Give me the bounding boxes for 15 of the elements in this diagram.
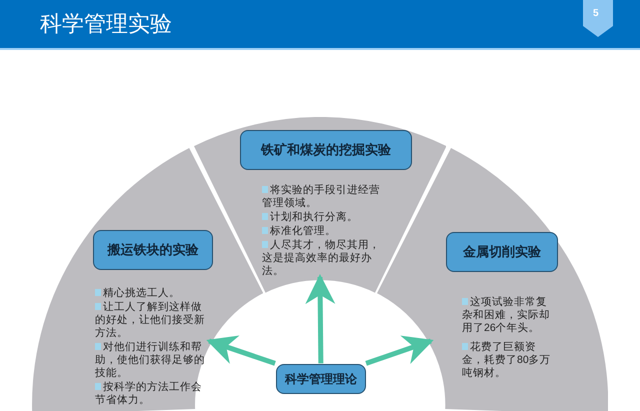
title-box: 金属切削实验 (446, 232, 558, 272)
arrow (305, 274, 336, 364)
center-box: 科学管理理论 (276, 364, 366, 394)
bullet-text: 按科学的方法工作会节省体力。 (94, 380, 205, 407)
arrow (365, 336, 434, 366)
arrow (206, 335, 276, 366)
bullet-text: 花费了巨额资金，耗费了80多万吨钢材。 (462, 340, 552, 380)
bullet-text: 这项试验非常复杂和困难，实际却用了26个年头。 (462, 296, 552, 335)
bullet-text: 让工人了解到这样做的好处，让他们接受新方法。 (94, 300, 205, 340)
bullet-text: 精心挑选工人。 (94, 286, 205, 300)
title-box: 搬运铁块的实验 (92, 230, 213, 270)
bullet-text: 对他们进行训练和帮助，使他们获得足够的技能。 (94, 340, 205, 380)
slide-title: 科学管理实验 (40, 10, 172, 38)
page-number: 5 (593, 8, 599, 20)
title-box: 铁矿和煤炭的挖掘实验 (240, 130, 412, 170)
